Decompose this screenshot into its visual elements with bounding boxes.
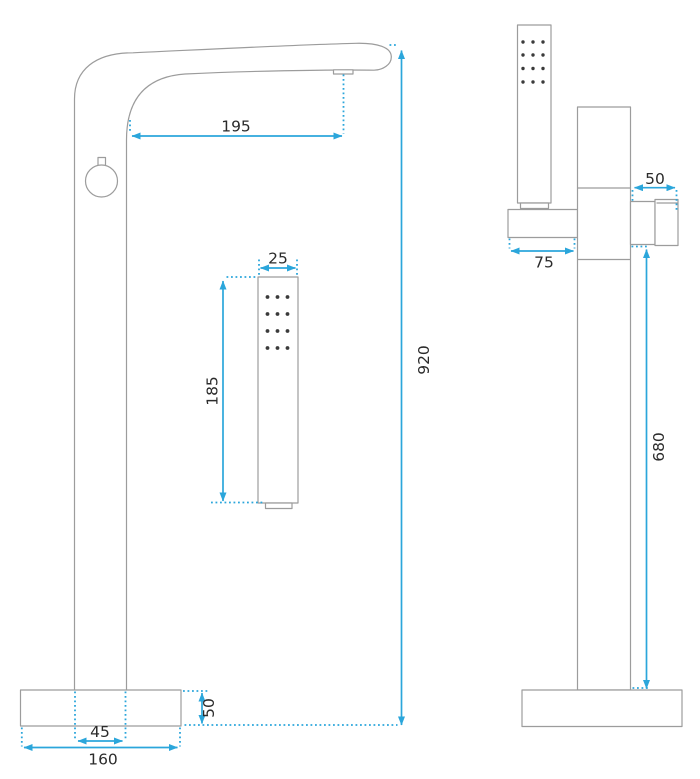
dim-label-base-width: 160 bbox=[88, 751, 118, 769]
shower-holder-bracket bbox=[507, 208, 579, 239]
dim-label-total-height: 920 bbox=[415, 345, 433, 375]
riser-column-side bbox=[576, 106, 632, 691]
dim-label-base-thickness: 50 bbox=[200, 698, 218, 718]
dim-label-shower-width: 25 bbox=[268, 250, 288, 268]
front-view bbox=[19, 42, 392, 727]
hand-shower-body-side bbox=[516, 24, 552, 204]
dim-label-shower-length: 185 bbox=[204, 376, 222, 406]
mixer-handle-cap-side bbox=[654, 198, 679, 247]
spout-aerator bbox=[332, 69, 354, 75]
hand-shower-side bbox=[516, 24, 552, 210]
hand-shower-cap-front bbox=[264, 502, 293, 510]
hand-shower-body-front bbox=[257, 276, 299, 504]
faucet-body-outline bbox=[73, 42, 392, 690]
hand-shower-front bbox=[257, 276, 299, 510]
mixer-handle-neck-side bbox=[629, 200, 656, 246]
dim-label-handle-depth: 50 bbox=[645, 170, 665, 188]
shower-holes-side bbox=[521, 40, 545, 84]
base-plate-side bbox=[521, 689, 683, 728]
shower-holes-front bbox=[265, 295, 290, 350]
mixer-handle-front bbox=[84, 164, 119, 198]
dim-label-spout-reach: 195 bbox=[221, 118, 251, 136]
dim-label-column-width: 45 bbox=[90, 723, 110, 741]
hand-shower-cap-side bbox=[519, 202, 550, 210]
dimension-annotations: 195 25 185 920 50 45 160 50 bbox=[20, 44, 678, 769]
dim-label-holder-reach: 75 bbox=[534, 254, 554, 272]
side-view bbox=[507, 24, 683, 728]
dim-label-column-height: 680 bbox=[650, 432, 668, 462]
base-plate-front bbox=[19, 689, 182, 727]
